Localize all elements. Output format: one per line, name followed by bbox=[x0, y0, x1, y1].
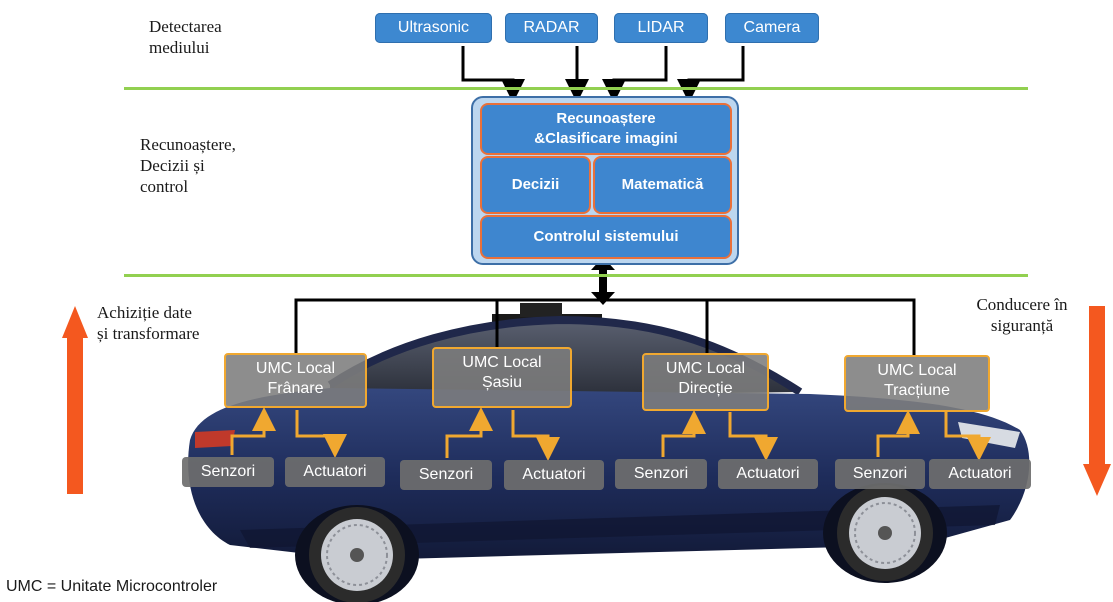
divider-bottom bbox=[124, 274, 1028, 277]
actuatori-traction: Actuatori bbox=[929, 459, 1031, 489]
system-control-box: Controlul sistemului bbox=[480, 215, 732, 259]
recognition-box: Recunoaștere &Clasificare imagini bbox=[480, 103, 732, 155]
sensor-radar: RADAR bbox=[505, 13, 598, 43]
decisions-box: Decizii bbox=[480, 156, 591, 214]
rear-wheel bbox=[309, 507, 405, 602]
front-wheel bbox=[837, 485, 933, 581]
acquisition-up-arrow bbox=[62, 306, 88, 494]
umc-chassis: UMC Local Șasiu bbox=[432, 347, 572, 408]
sensor-lidar: LIDAR bbox=[614, 13, 708, 43]
math-box: Matematică bbox=[593, 156, 732, 214]
safe-driving-down-arrow bbox=[1083, 306, 1111, 496]
umc-braking: UMC Local Frânare bbox=[224, 353, 367, 408]
senzori-steering: Senzori bbox=[615, 459, 707, 489]
umc-steering: UMC Local Direcție bbox=[642, 353, 769, 411]
senzori-chassis: Senzori bbox=[400, 460, 492, 490]
actuatori-steering: Actuatori bbox=[718, 459, 818, 489]
divider-top bbox=[124, 87, 1028, 90]
stage-label-safe-driving: Conducere în siguranță bbox=[976, 295, 1068, 335]
sensor-ultrasonic: Ultrasonic bbox=[375, 13, 492, 43]
umc-traction: UMC Local Tracțiune bbox=[844, 355, 990, 412]
stage-label-acquisition: Achiziție date și transformare bbox=[97, 303, 200, 343]
sensor-camera: Camera bbox=[725, 13, 819, 43]
actuatori-braking: Actuatori bbox=[285, 457, 385, 487]
stage-label-detection: Detectarea mediului bbox=[149, 17, 222, 57]
stage-label-recognition: Recunoaștere, Decizii și control bbox=[140, 135, 236, 196]
actuatori-chassis: Actuatori bbox=[504, 460, 604, 490]
senzori-traction: Senzori bbox=[835, 459, 925, 489]
senzori-braking: Senzori bbox=[182, 457, 274, 487]
footnote: UMC = Unitate Microcontroler bbox=[6, 578, 218, 595]
